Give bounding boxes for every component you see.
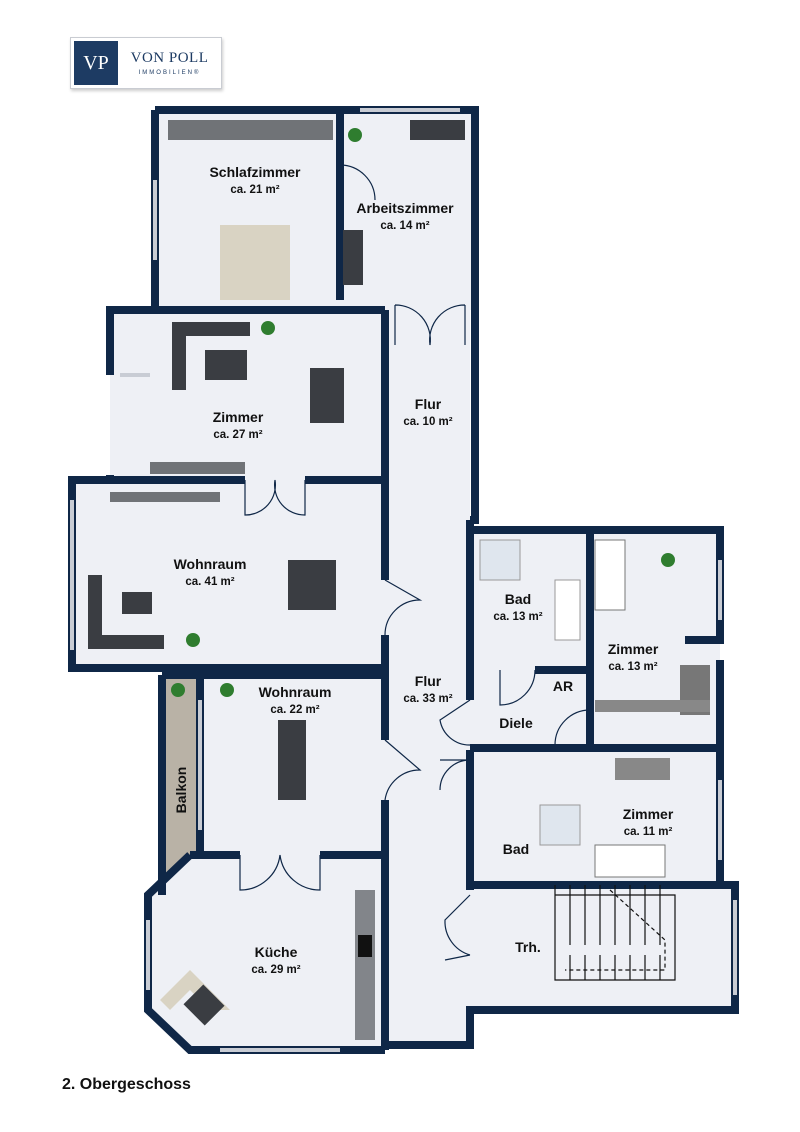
room-name: Flur — [415, 396, 442, 412]
coffee-table — [122, 592, 152, 614]
plant-icon — [261, 321, 275, 335]
plant-icon — [348, 128, 362, 142]
wardrobe — [595, 700, 710, 712]
room-name: Balkon — [173, 767, 189, 814]
room-name: Zimmer — [608, 641, 659, 657]
room-name: Bad — [503, 841, 529, 857]
room-area: ca. 41 m² — [185, 576, 234, 588]
sideboard — [150, 462, 245, 474]
room-name: Flur — [415, 673, 442, 689]
room-area: ca. 13 m² — [608, 661, 657, 673]
sideboard — [110, 492, 220, 502]
wardrobe — [168, 120, 333, 140]
room-name: AR — [553, 678, 573, 694]
bed — [594, 844, 666, 878]
floor-label: 2. Obergeschoss — [62, 1076, 191, 1093]
room-name: Zimmer — [623, 806, 674, 822]
room-name: Schlafzimmer — [209, 164, 301, 180]
room-area: ca. 22 m² — [270, 704, 319, 716]
shower — [539, 804, 581, 846]
sofa — [172, 322, 250, 390]
room-area: ca. 27 m² — [213, 429, 262, 441]
stove — [358, 935, 372, 957]
room-area: ca. 29 m² — [251, 964, 300, 976]
desk — [615, 758, 670, 780]
room-floors — [72, 110, 732, 1050]
plant-icon — [171, 683, 185, 697]
desk — [343, 230, 363, 285]
logo-mark: VP — [74, 41, 118, 85]
room-labels: Schlafzimmer ca. 21 m² Arbeitszimmer ca.… — [173, 164, 674, 976]
kitchen-table — [183, 984, 225, 1026]
logo-sub: IMMOBILIEN® — [138, 70, 201, 76]
room-name: Bad — [505, 591, 531, 607]
doors — [239, 164, 591, 961]
desk — [410, 120, 465, 140]
stairs — [554, 885, 676, 981]
dining-table — [310, 368, 344, 423]
von-poll-logo: VP VON POLL IMMOBILIEN® — [70, 37, 222, 89]
logo-name: VON POLL — [130, 50, 209, 66]
room-name: Diele — [499, 715, 533, 731]
bed — [220, 225, 290, 300]
room-area: ca. 13 m² — [493, 611, 542, 623]
shower — [479, 539, 521, 581]
room-area: ca. 33 m² — [403, 693, 452, 705]
dining-table — [288, 560, 336, 610]
plant-icon — [220, 683, 234, 697]
furniture — [88, 120, 710, 1040]
room-area: ca. 21 m² — [230, 184, 279, 196]
room-area: ca. 14 m² — [380, 220, 429, 232]
walls — [68, 106, 739, 1054]
room-name: Wohnraum — [174, 556, 247, 572]
room-name: Küche — [255, 944, 298, 960]
bathtub — [554, 579, 581, 641]
coffee-table — [205, 350, 247, 380]
room-area: ca. 10 m² — [403, 416, 452, 428]
room-name: Trh. — [515, 939, 541, 955]
dining-table — [278, 720, 306, 800]
room-name: Wohnraum — [259, 684, 332, 700]
room-area: ca. 11 m² — [624, 826, 673, 838]
room-name: Zimmer — [213, 409, 264, 425]
bed — [594, 539, 626, 611]
plant-icon — [186, 633, 200, 647]
plant-icon — [661, 553, 675, 567]
kitchen-counter — [355, 890, 375, 1040]
room-name: Arbeitszimmer — [356, 200, 454, 216]
windows — [70, 108, 737, 1052]
sofa — [88, 575, 164, 649]
